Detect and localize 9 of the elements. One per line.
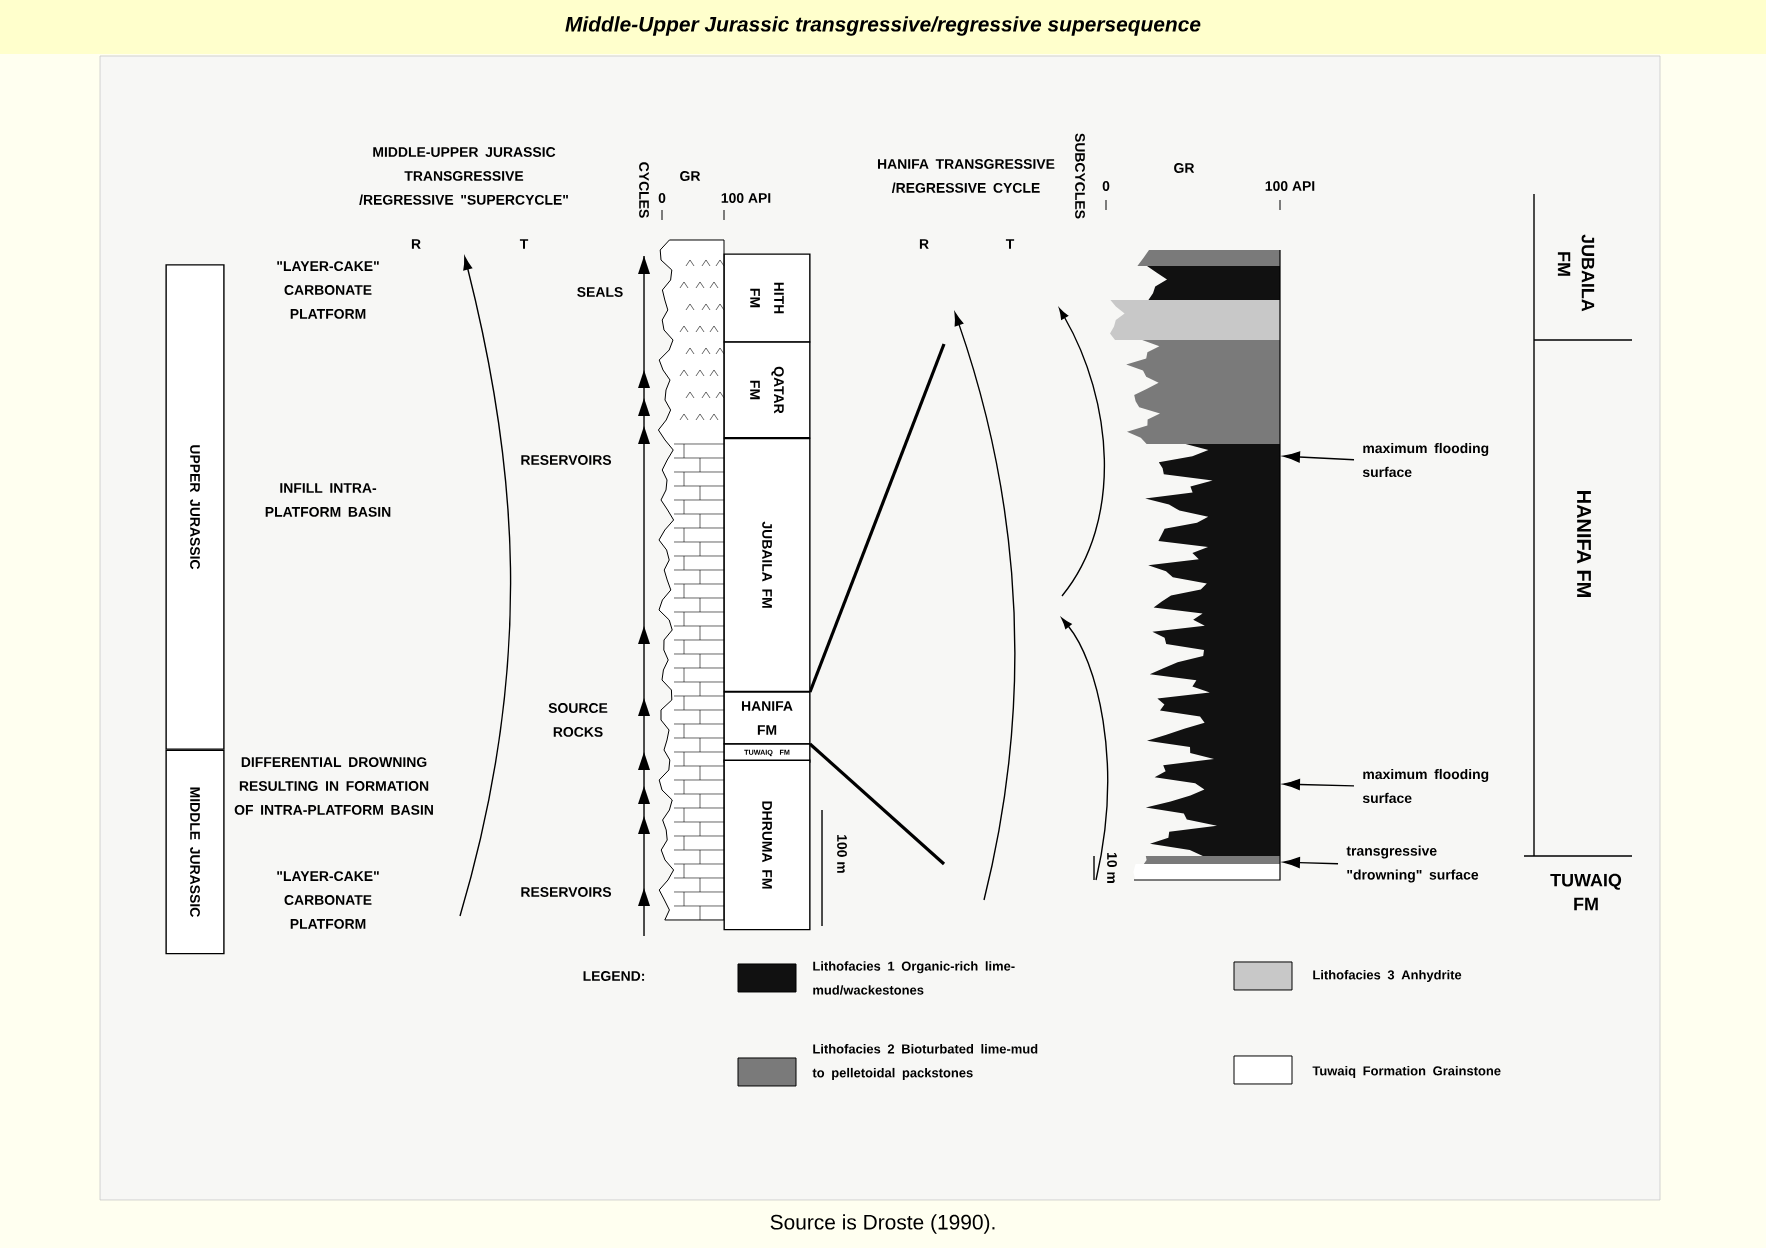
gamma-ray-log-drawing — [1110, 249, 1281, 881]
leader-line — [1282, 857, 1339, 869]
label: JUBAILA FM — [1557, 234, 1595, 312]
caption: Source is Droste (1990). — [770, 1214, 995, 1234]
label: HANIFA FM — [1577, 491, 1591, 597]
leader-line — [1282, 778, 1355, 791]
title: Middle-Upper Jurassic transgressive/regressive supersequence — [565, 16, 1201, 36]
label: TUWAIQ FM — [1550, 873, 1622, 911]
leader-line — [1282, 451, 1355, 463]
